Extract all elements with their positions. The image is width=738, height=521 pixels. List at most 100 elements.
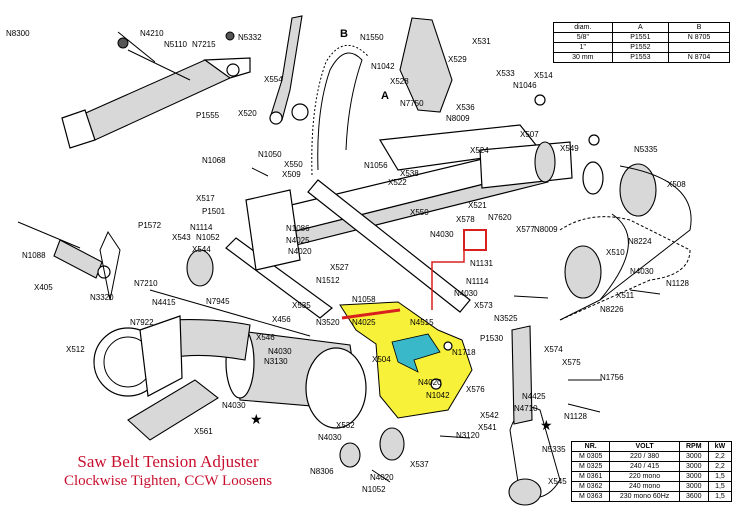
part-label: N4025 bbox=[352, 318, 376, 327]
part-label: N4030 bbox=[222, 401, 246, 410]
part-label: N8224 bbox=[628, 237, 652, 246]
main-frame bbox=[225, 124, 550, 319]
table-cell: M 0305 bbox=[570, 451, 611, 462]
lever-x520 bbox=[269, 15, 303, 125]
part-label: N7945 bbox=[206, 297, 230, 306]
part-label: X510 bbox=[606, 248, 625, 257]
part-label: N4020 bbox=[288, 247, 312, 256]
part-label: N8306 bbox=[310, 467, 334, 476]
part-label: N1086 bbox=[286, 224, 310, 233]
part-label: N1718 bbox=[452, 348, 476, 357]
part-label: N8009 bbox=[446, 114, 470, 123]
table-cell: M 0362 bbox=[570, 481, 611, 492]
part-label: N4030 bbox=[318, 433, 342, 442]
part-label: X535 bbox=[292, 301, 311, 310]
table-cell: P1552 bbox=[611, 42, 670, 53]
part-label: N1756 bbox=[600, 373, 624, 382]
table-cell: N 8705 bbox=[668, 32, 730, 43]
part-label: N1052 bbox=[196, 233, 220, 242]
part-label: N4030 bbox=[430, 230, 454, 239]
part-label: X524 bbox=[470, 146, 489, 155]
dust-hose-n7945 bbox=[169, 319, 251, 361]
table-row: M 0305 220 / 380 3000 2,2 bbox=[570, 451, 733, 462]
part-label: X550 bbox=[410, 208, 429, 217]
table-row: M 0325 240 / 415 3000 2,2 bbox=[570, 461, 733, 472]
part-label: P1501 bbox=[202, 207, 226, 216]
part-label: N1128 bbox=[564, 412, 588, 421]
part-label: N4020 bbox=[370, 473, 394, 482]
part-label: N1131 bbox=[470, 259, 494, 268]
part-label: X554 bbox=[264, 75, 283, 84]
part-label: X508 bbox=[667, 180, 686, 189]
part-label: N4025 bbox=[286, 236, 310, 245]
caption-title: Saw Belt Tension Adjuster bbox=[77, 452, 259, 471]
table-cell: 220 / 380 bbox=[609, 451, 680, 462]
part-label: X543 bbox=[172, 233, 191, 242]
part-label: N5335 bbox=[634, 145, 658, 154]
part-label: X511 bbox=[616, 291, 635, 300]
part-label: N4030 bbox=[454, 289, 478, 298]
part-label: N7210 bbox=[134, 279, 158, 288]
part-label: X527 bbox=[330, 263, 349, 272]
table-cell: M 0363 bbox=[570, 491, 611, 502]
handle-x561 bbox=[127, 379, 219, 441]
saw-blade bbox=[291, 45, 369, 176]
table-header-row: diam. A B bbox=[553, 22, 730, 33]
part-label: X538 bbox=[400, 169, 419, 178]
part-label: P1572 bbox=[138, 221, 162, 230]
part-label: N5110 bbox=[164, 40, 188, 49]
table-header-cell: kW bbox=[707, 441, 733, 452]
tension-adjuster-marker bbox=[341, 229, 487, 320]
part-label: N4030 bbox=[630, 267, 654, 276]
table-header-cell: A bbox=[611, 22, 670, 33]
shaft-x405 bbox=[17, 221, 121, 301]
pulley-x543 bbox=[186, 249, 214, 287]
table-header-cell: VOLT bbox=[609, 441, 680, 452]
part-label: P1530 bbox=[480, 334, 504, 343]
table-row: M 0363 230 mono 60Hz 3600 1,5 bbox=[570, 491, 733, 502]
part-label: X574 bbox=[544, 345, 563, 354]
part-label: X537 bbox=[410, 460, 429, 469]
part-label: N1052 bbox=[362, 485, 386, 494]
table-cell: 240 / 415 bbox=[609, 461, 680, 472]
part-label: X545 bbox=[548, 477, 567, 486]
part-label: X575 bbox=[562, 358, 581, 367]
part-label: N1050 bbox=[258, 150, 282, 159]
part-label: X576 bbox=[466, 385, 485, 394]
tension-bracket-highlight bbox=[339, 301, 473, 419]
drive-belt-upper bbox=[559, 216, 691, 321]
part-label: N4415 bbox=[152, 298, 176, 307]
table-cell bbox=[668, 42, 730, 53]
table-cell: 220 mono bbox=[609, 471, 680, 482]
part-label: N4030 bbox=[268, 347, 292, 356]
part-label: N5332 bbox=[238, 33, 262, 42]
part-label: N4210 bbox=[140, 29, 164, 38]
star-marker: ★ bbox=[250, 411, 263, 427]
part-label: N8300 bbox=[6, 29, 30, 38]
part-label: X529 bbox=[448, 55, 467, 64]
part-label: X456 bbox=[272, 315, 291, 324]
star-marker: ★ bbox=[540, 417, 553, 433]
part-label: N1114 bbox=[466, 277, 489, 286]
part-label: N3525 bbox=[494, 314, 518, 323]
part-label: N3130 bbox=[264, 357, 288, 366]
blade-guard-x531 bbox=[399, 17, 453, 113]
table-cell: 30 mm bbox=[553, 52, 613, 63]
part-label: X507 bbox=[520, 130, 539, 139]
part-label: N4515 bbox=[410, 318, 434, 327]
table-cell: 2,2 bbox=[707, 451, 733, 462]
part-label: N4020 bbox=[418, 378, 442, 387]
table-cell: 3000 bbox=[678, 451, 709, 462]
part-label: N1046 bbox=[513, 81, 537, 90]
table-cell: M 0325 bbox=[570, 461, 611, 472]
part-label: N4710 bbox=[514, 404, 538, 413]
part-label: N1128 bbox=[666, 279, 690, 288]
part-label: X517 bbox=[196, 194, 215, 203]
part-label: X533 bbox=[496, 69, 515, 78]
part-label: X561 bbox=[194, 427, 213, 436]
table-cell: 3000 bbox=[678, 481, 709, 492]
table-header-row: NR. VOLT RPM kW bbox=[570, 441, 733, 452]
part-label: N3120 bbox=[456, 431, 480, 440]
